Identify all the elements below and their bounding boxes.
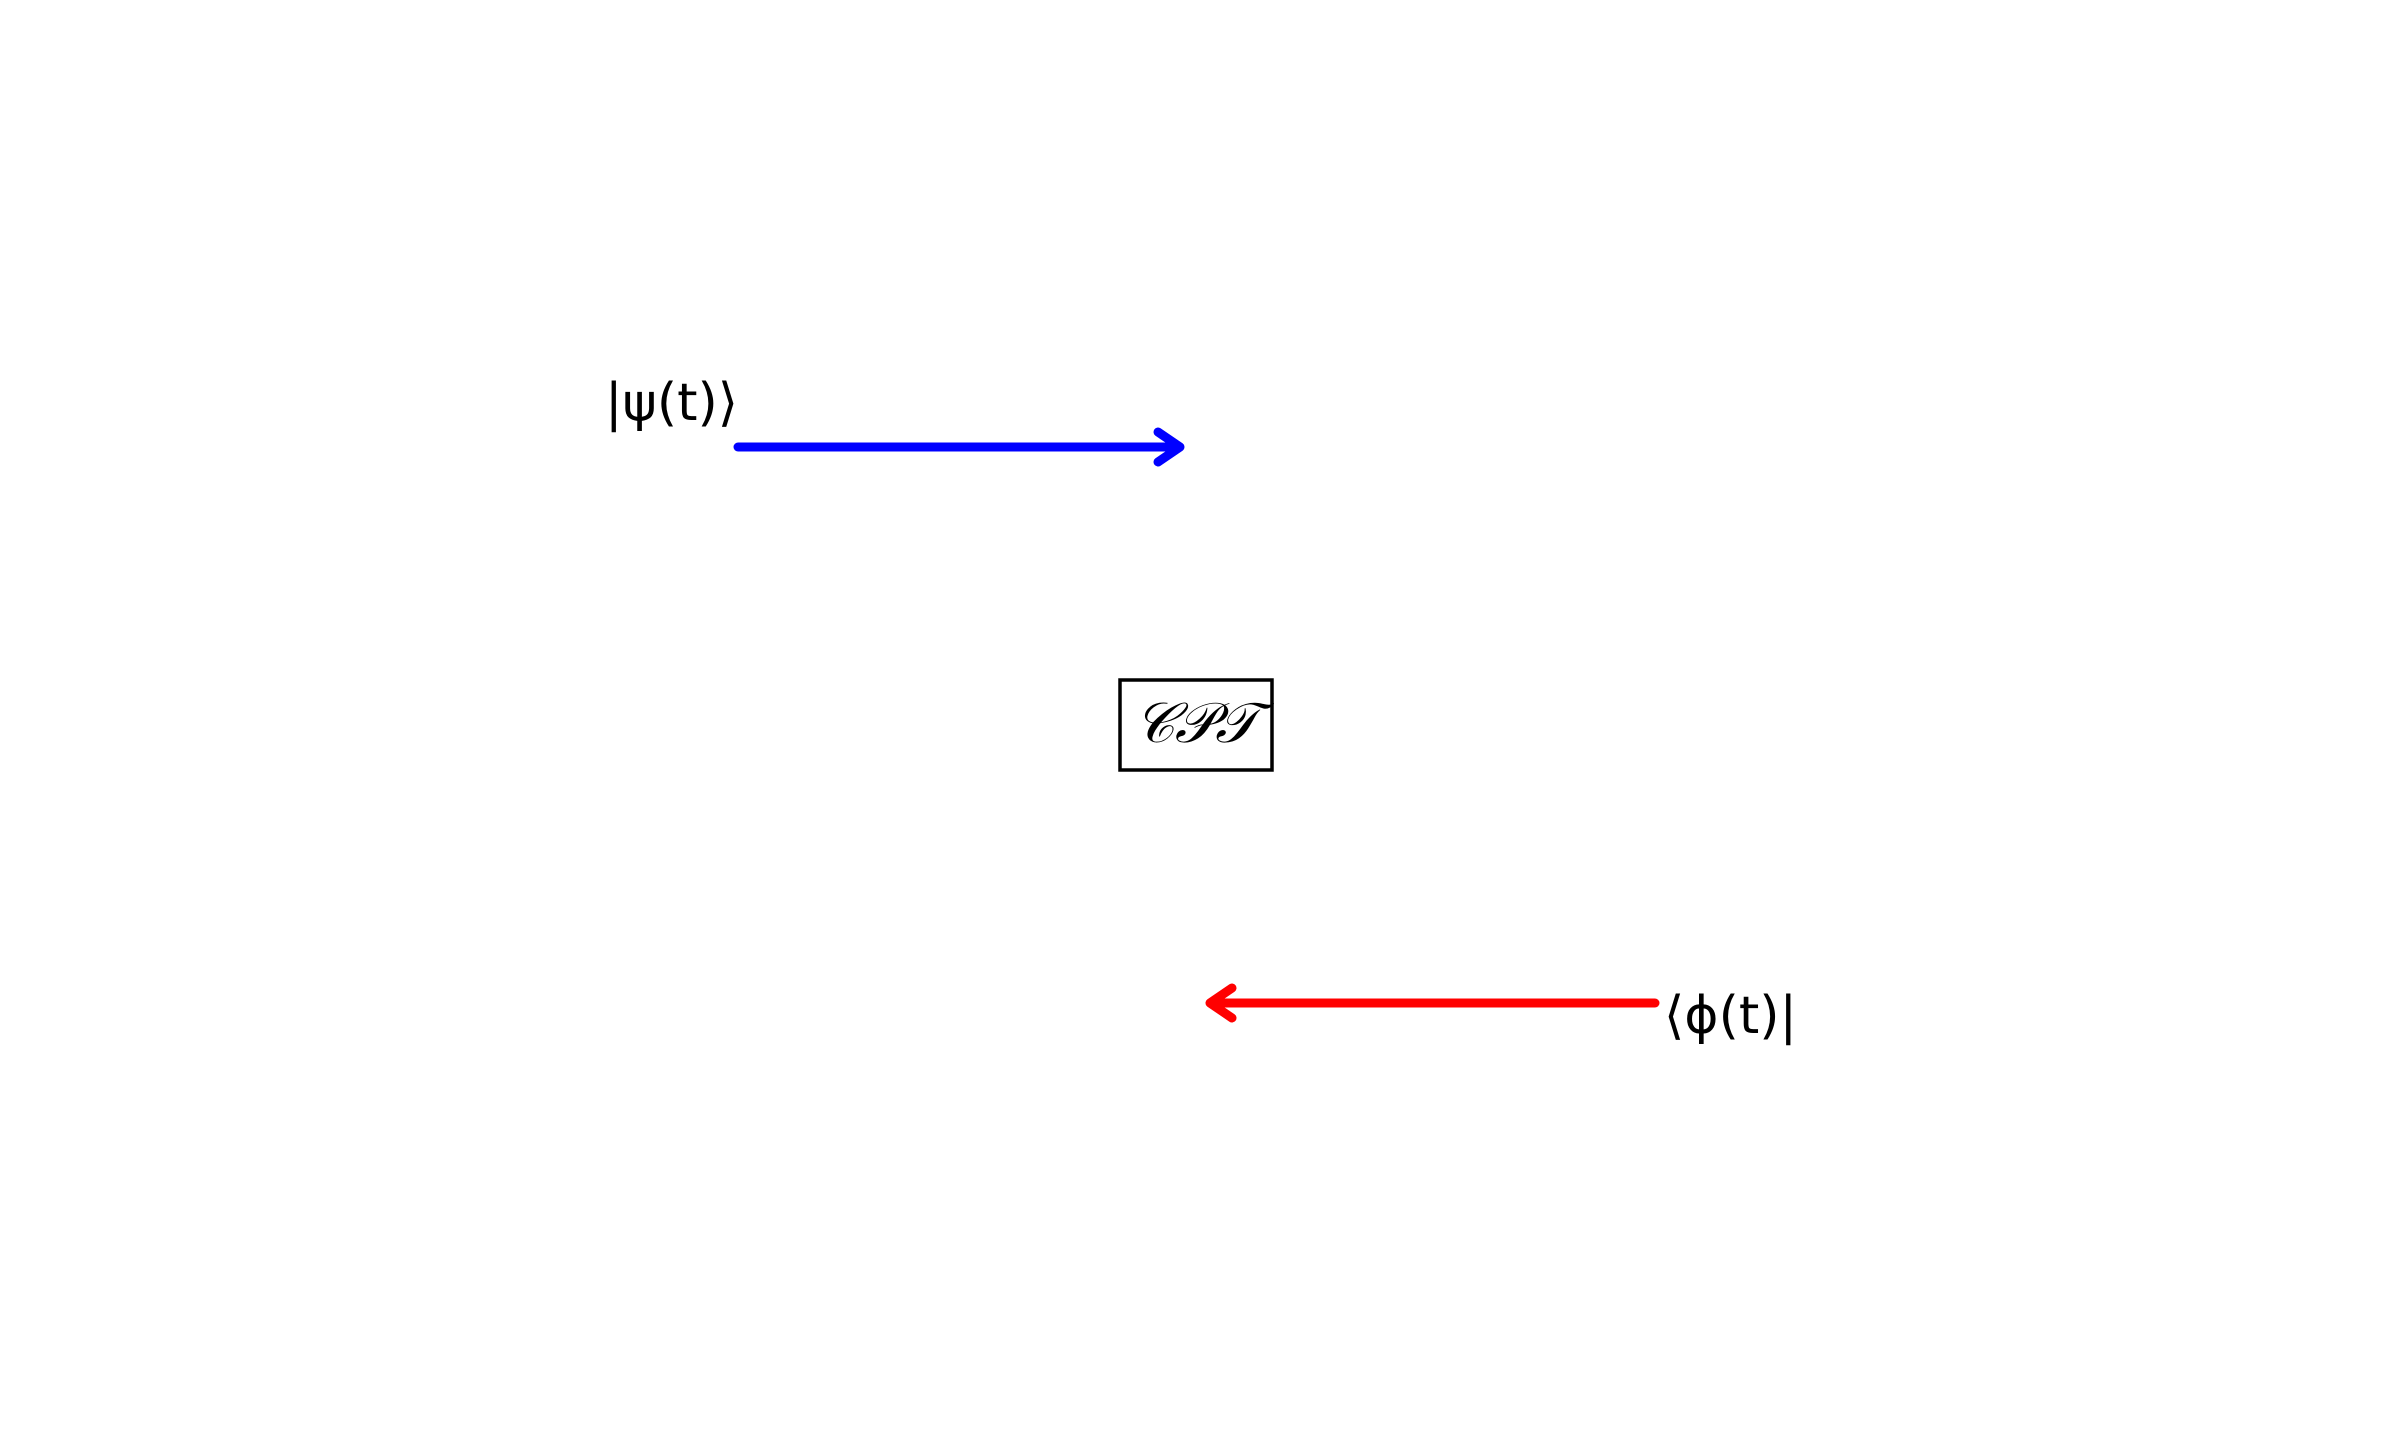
- ket-psi-label: |ψ(t)⟩: [605, 373, 738, 433]
- cpt-box: 𝒞𝒫𝒯: [1118, 678, 1274, 772]
- cpt-box-frame: [1118, 678, 1274, 772]
- forward-arrow: [733, 427, 1185, 467]
- backward-arrow: [1205, 983, 1660, 1023]
- backward-arrow-head: [1205, 983, 1237, 1023]
- cpt-symbol: 𝒞𝒫𝒯: [1134, 691, 1274, 756]
- forward-arrow-head: [1153, 427, 1185, 467]
- bra-phi-label: ⟨ϕ(t)|: [1664, 986, 1797, 1046]
